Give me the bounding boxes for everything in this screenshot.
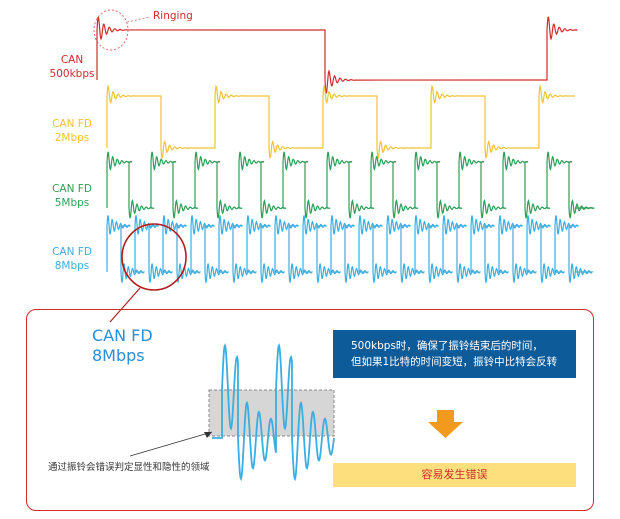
signal-label-line1: CAN FD <box>52 183 92 195</box>
detail-title-line2: 8Mbps <box>92 346 145 365</box>
explanation-box: 500kbps时，确保了振铃结束后的时间， 但如果1比特的时间变短，振铃中比特会… <box>333 330 576 378</box>
waveform-can-500k <box>96 16 578 94</box>
region-pointer-line <box>129 431 213 457</box>
waveform-traces <box>96 16 595 283</box>
signal-label-line2: 5Mbps <box>54 197 90 209</box>
ringing-pointer-line <box>126 16 151 23</box>
region-pointer-arrowhead <box>204 432 212 438</box>
detail-panel <box>26 309 594 511</box>
signal-label-line2: 8Mbps <box>54 260 90 272</box>
signal-label-canfd-2m: CAN FD 2Mbps <box>44 117 100 145</box>
explanation-line2: 但如果1比特的时间变短，振铃中比特会反转 <box>351 356 558 368</box>
zoomed-waveform-trace <box>212 343 335 482</box>
zoom-connector-line <box>109 287 141 323</box>
detail-title: CAN FD 8Mbps <box>92 326 153 366</box>
signal-label-can-500k: CAN 500kbps <box>44 53 100 81</box>
down-arrow-icon <box>428 410 463 438</box>
ringing-highlight-circle <box>93 9 129 51</box>
region-note: 通过振铃会错误判定显性和隐性的领域 <box>48 462 210 473</box>
signal-label-line2: 500kbps <box>49 68 95 80</box>
waveform-canfd-8m <box>106 215 594 283</box>
waveform-canfd-5m <box>106 151 595 219</box>
signal-label-canfd-8m: CAN FD 8Mbps <box>44 245 100 273</box>
zoomed-waveform <box>212 343 335 482</box>
explanation-line1: 500kbps时，确保了振铃结束后的时间， <box>351 340 543 352</box>
waveform-canfd-2m <box>106 84 575 160</box>
detail-title-line1: CAN FD <box>92 326 153 345</box>
signal-label-line1: CAN <box>60 54 84 66</box>
signal-label-canfd-5m: CAN FD 5Mbps <box>44 182 100 210</box>
result-box: 容易发生错误 <box>333 463 576 487</box>
signal-label-line2: 2Mbps <box>54 132 90 144</box>
zoom-source-circle <box>121 223 187 291</box>
signal-label-line1: CAN FD <box>52 246 92 258</box>
ringing-label: Ringing <box>153 10 193 22</box>
signal-label-line1: CAN FD <box>52 118 92 130</box>
